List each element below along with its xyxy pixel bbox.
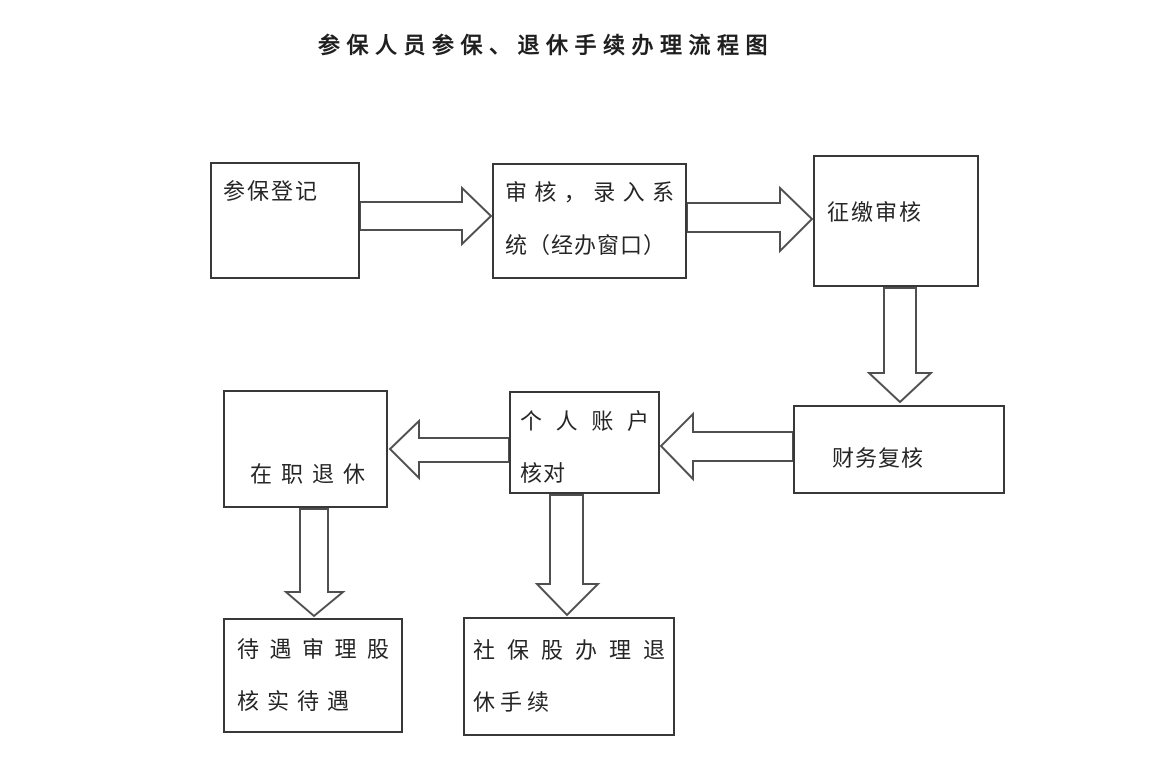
- node-enrollment-registration: 参保登记: [210, 162, 360, 279]
- node-social-security-retirement: 社保股办理退 休手续: [463, 617, 675, 736]
- node-benefit-review-section: 待遇审理股 核实待遇: [223, 618, 403, 733]
- arrow-inservice-to-benefit-icon: [283, 508, 346, 618]
- node-label-line2: 核实待遇: [237, 689, 358, 714]
- node-label-line2: 统（经办窗口）: [505, 233, 667, 258]
- node-label: 参保登记: [223, 179, 320, 204]
- node-personal-account-check: 个人账户 核对: [509, 391, 660, 494]
- arrow-collection-to-finance-icon: [866, 287, 934, 404]
- node-label-line1: 个人账户: [520, 409, 649, 434]
- arrow-review-to-collection-icon: [686, 185, 814, 254]
- page-title: 参保人员参保、退休手续办理流程图: [318, 33, 775, 58]
- node-label-line1: 待遇审理股: [237, 637, 389, 662]
- node-label-line1: 社保股办理退: [473, 638, 665, 663]
- node-label: 征缴审核: [827, 200, 924, 225]
- node-label: 财务复核: [832, 446, 925, 471]
- node-in-service-retirement: 在职退休: [223, 390, 388, 508]
- node-label-line2: 核对: [520, 461, 567, 486]
- node-collection-audit: 征缴审核: [813, 155, 979, 287]
- node-label-line1: 审核，录入系: [505, 180, 674, 205]
- node-finance-recheck: 财务复核: [793, 405, 1005, 494]
- arrow-account-to-inservice-icon: [388, 418, 510, 481]
- node-label: 在职退休: [250, 462, 375, 487]
- node-review-system-entry: 审核，录入系 统（经办窗口）: [492, 163, 687, 279]
- arrow-registration-to-review-icon: [359, 185, 493, 247]
- node-label-line2: 休手续: [473, 690, 555, 715]
- arrow-finance-to-account-icon: [659, 411, 794, 482]
- arrow-account-to-socialsecurity-icon: [534, 494, 601, 617]
